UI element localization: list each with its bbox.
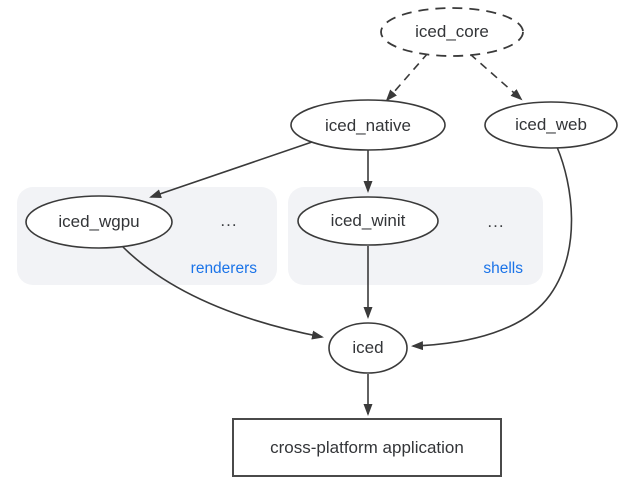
node-label-iced_core: iced_core <box>415 22 489 41</box>
renderers-ellipsis: ... <box>220 211 238 230</box>
node-label-iced_winit: iced_winit <box>330 211 406 230</box>
node-label-iced_web: iced_web <box>515 115 587 134</box>
edge-iced_web-iced <box>411 146 573 351</box>
edge-iced_core-iced_native <box>385 52 429 102</box>
edge-iced_core-iced_web <box>469 53 523 101</box>
node-label-iced: iced <box>352 338 384 357</box>
edge-iced_wgpu-iced <box>120 244 324 340</box>
group-label-shells: shells <box>483 260 523 277</box>
group-label-renderers: renderers <box>190 260 257 277</box>
node-ellipse-iced_web <box>484 101 618 149</box>
node-ellipse-iced_wgpu <box>25 195 173 249</box>
node-ellipse-iced_core <box>380 7 524 57</box>
node-label-iced_wgpu: iced_wgpu <box>58 212 140 231</box>
node-ellipse-iced <box>328 322 408 374</box>
node-ellipse-iced_native <box>290 99 446 151</box>
node-rect-app <box>232 418 502 477</box>
node-ellipse-iced_winit <box>297 196 439 246</box>
edge-iced_native-iced_wgpu <box>149 141 313 199</box>
node-label-app: cross-platform application <box>270 438 464 457</box>
node-label-iced_native: iced_native <box>324 116 412 135</box>
shells-ellipsis: ... <box>487 212 505 231</box>
